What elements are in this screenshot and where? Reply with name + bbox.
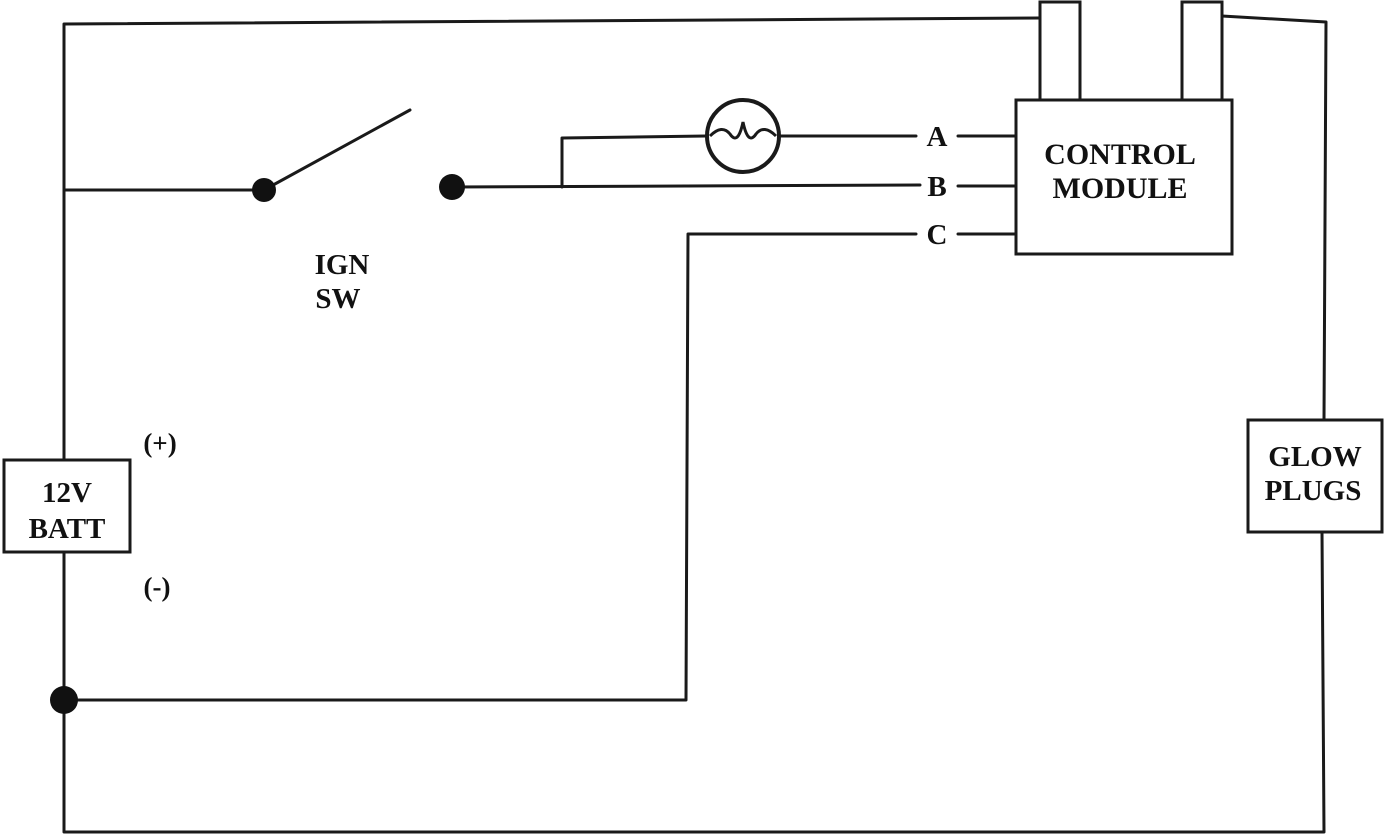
battery-label-line2: BATT — [29, 513, 106, 545]
wire-glow-plugs-ground — [62, 530, 1326, 834]
lamp-icon — [705, 98, 781, 174]
battery-positive-label: (+) — [143, 428, 176, 458]
control-module-box — [1014, 98, 1234, 256]
ignition-switch-pivot — [252, 178, 276, 202]
wire-ground-to-terminal-c — [62, 232, 918, 702]
ground-junction — [50, 686, 78, 714]
control-module-label-line1: CONTROL — [1044, 138, 1196, 171]
ignition-switch-contact — [439, 174, 465, 200]
relay-terminal-right — [1180, 0, 1224, 104]
control-module-label-line2: MODULE — [1053, 172, 1188, 205]
glow-plugs-label-line2: PLUGS — [1265, 475, 1362, 507]
ignition-switch-label-line1: IGN — [315, 249, 370, 281]
glow-plugs-label-line1: GLOW — [1268, 441, 1361, 473]
wire-switch-to-terminal-b — [450, 183, 922, 189]
battery-box — [2, 458, 132, 554]
wire-relay-to-glow-plugs — [1220, 14, 1328, 422]
wire-lamp-branch — [560, 134, 708, 189]
wire-battery-positive-top — [62, 16, 1042, 462]
battery-label-line1: 12V — [42, 477, 92, 509]
glow-plugs-box — [1246, 418, 1384, 534]
battery-negative-label: (-) — [144, 572, 171, 602]
terminal-a-label: A — [927, 121, 948, 153]
ignition-switch-label-line2: SW — [315, 283, 360, 315]
ignition-switch-lever — [262, 108, 412, 192]
relay-terminal-left — [1038, 0, 1082, 104]
terminal-c-label: C — [927, 219, 948, 251]
terminal-b-label: B — [927, 171, 946, 203]
